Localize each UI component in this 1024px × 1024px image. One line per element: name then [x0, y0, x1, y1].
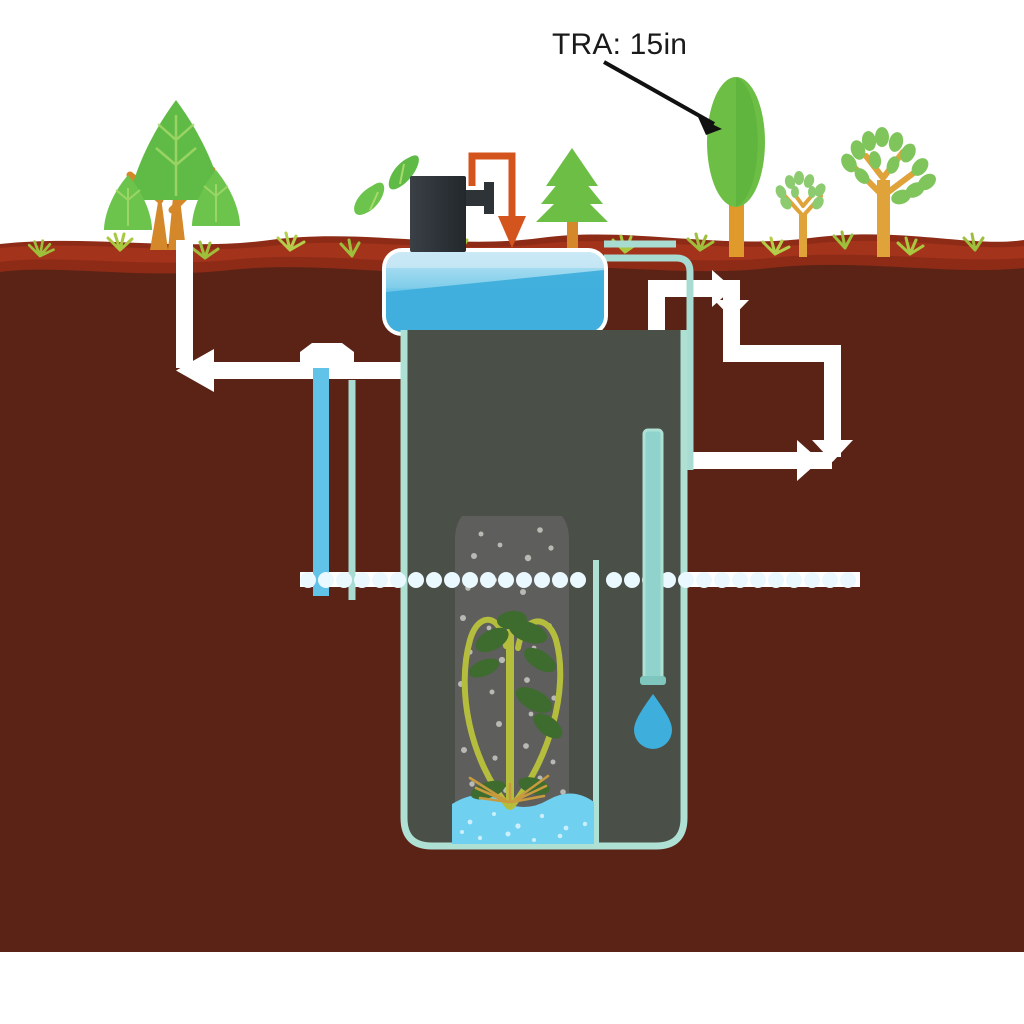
- chamber-water: [452, 793, 594, 844]
- tra-annotation-label: TRA: 15in: [552, 28, 688, 61]
- inlet-flow-arrow: [468, 152, 526, 248]
- pump-unit: [410, 176, 494, 252]
- aeration-bubble-line: [300, 572, 856, 588]
- bioretention-chamber: [300, 330, 856, 850]
- mulch-sprouts: [27, 230, 985, 260]
- pump-spout: [466, 182, 494, 214]
- water-specks: [460, 812, 588, 842]
- target-tree: [707, 77, 765, 257]
- water-droplet: [634, 694, 672, 749]
- submerged-plant: [461, 610, 564, 810]
- right-leafy-tree: [841, 127, 936, 257]
- plant-leaves: [468, 610, 563, 800]
- drip-outlet: [634, 428, 672, 749]
- plant-roots: [468, 774, 550, 804]
- annotation-arrow: [603, 60, 722, 135]
- pine-tree: [536, 148, 608, 255]
- seedling-leaves: [354, 155, 419, 215]
- sapling-tree: [775, 171, 826, 257]
- left-tree-grove: [104, 100, 240, 250]
